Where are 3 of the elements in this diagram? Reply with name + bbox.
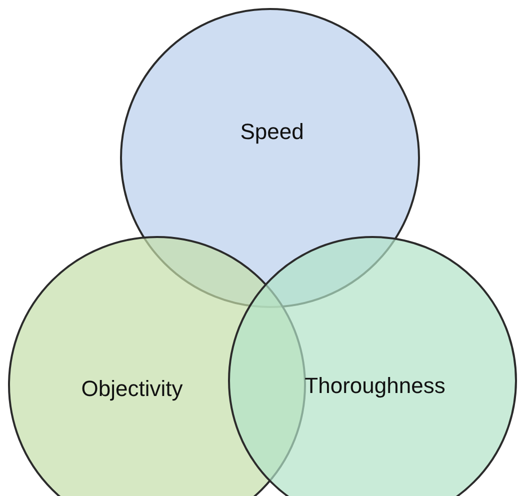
circle-label: Speed <box>240 119 304 145</box>
circle-label: Thoroughness <box>304 373 446 399</box>
circle-label: Objectivity <box>81 376 183 402</box>
